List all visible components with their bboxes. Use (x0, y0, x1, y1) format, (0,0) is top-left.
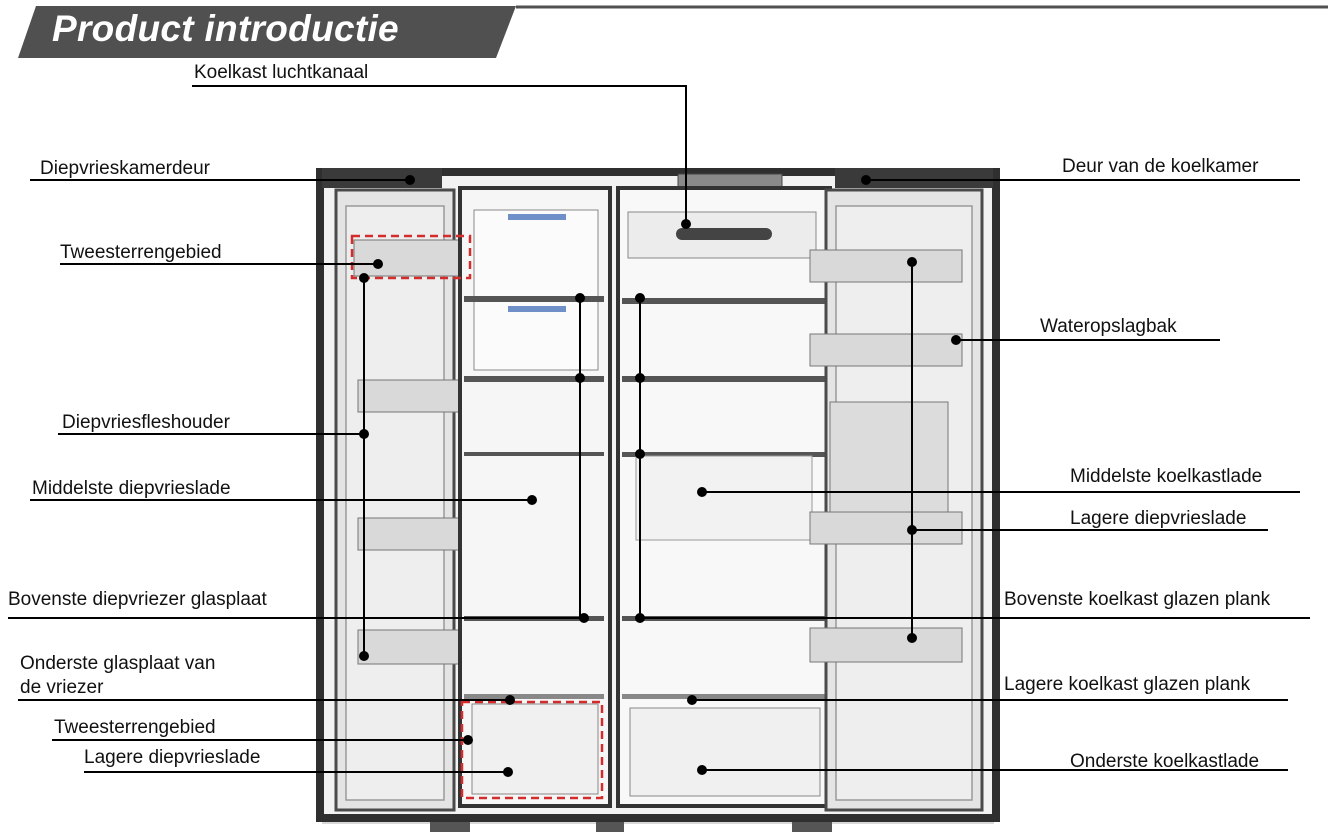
label-wateropslagbak: Wateropslagbak (1040, 316, 1177, 337)
fridge-shelf-1 (622, 298, 826, 304)
label-tweesterrengebied-top: Tweesterrengebied (60, 242, 222, 263)
label-middelste-koelkastlade: Middelste koelkastlade (1070, 466, 1263, 487)
top-hinge-left (322, 168, 442, 188)
fridge-shelf-5 (622, 694, 826, 699)
label-diepvrieskamerdeur: Diepvrieskamerdeur (40, 158, 211, 179)
fridge-bottom-drawer (629, 707, 821, 797)
leader-luchtkanaal (192, 85, 687, 224)
leader-lines (8, 85, 1310, 773)
freezer-door-inner (345, 205, 445, 801)
label-tweesterrengebied-bottom: Tweesterrengebied (54, 717, 216, 738)
freezer-shelf-5 (464, 694, 604, 699)
freezer-door-bin-4 (357, 629, 465, 665)
fridge-illustration (316, 168, 1000, 832)
freezer-rear-panel (473, 209, 599, 371)
freezer-door-bin-2 (357, 379, 465, 413)
label-bovenste-diepvriezer-glasplaat: Bovenste diepvriezer glasplaat (8, 589, 267, 610)
freezer-bottom-drawer (471, 703, 599, 795)
freezer-vent (508, 214, 566, 220)
two-star-zone-top (350, 234, 472, 280)
label-lagere-diepvrieslade-right: Lagere diepvrieslade (1070, 508, 1247, 529)
fridge-shelf-3 (622, 452, 826, 457)
label-deur-koelkamer: Deur van de koelkamer (1062, 156, 1259, 177)
two-star-zone-bottom (460, 700, 604, 800)
fridge-door-bin-4 (809, 627, 963, 663)
freezer-shelf-2 (464, 376, 604, 382)
freezer-shelf-3 (464, 452, 604, 456)
fridge-door-bin-2 (809, 333, 963, 367)
label-diepvriesfleshouder: Diepvriesfleshouder (62, 412, 230, 433)
label-lagere-koelkast-glazen-plank: Lagere koelkast glazen plank (1004, 674, 1251, 695)
top-hinge-right (835, 168, 993, 188)
label-bovenste-koelkast-glazen-plank: Bovenste koelkast glazen plank (1004, 589, 1271, 610)
label-middelste-diepvrieslade: Middelste diepvrieslade (32, 478, 231, 499)
freezer-vent-2 (508, 306, 566, 312)
fridge-drawer-middle (635, 455, 813, 541)
fridge-door-bin-1 (809, 249, 963, 283)
ice-dispenser (829, 401, 949, 513)
top-center-housing (677, 173, 783, 189)
title-banner (18, 6, 516, 58)
page-title: Product introductie (52, 8, 399, 49)
freezer-door-bin-1 (353, 239, 465, 277)
fridge-door-bin-3 (809, 511, 963, 545)
label-koelkast-luchtkanaal: Koelkast luchtkanaal (194, 62, 369, 83)
freezer-door-bin-3 (357, 517, 465, 551)
label-onderste-glasplaat-2: de vriezer (20, 677, 104, 698)
fridge-shelf-2 (622, 376, 826, 382)
leader-dots (359, 175, 961, 777)
label-onderste-glasplaat-1: Onderste glasplaat van (20, 653, 216, 674)
freezer-shelf-1 (464, 296, 604, 302)
label-onderste-koelkastlade: Onderste koelkastlade (1070, 751, 1260, 772)
label-lagere-diepvrieslade-left: Lagere diepvrieslade (84, 747, 261, 768)
fridge-air-duct (676, 228, 772, 240)
